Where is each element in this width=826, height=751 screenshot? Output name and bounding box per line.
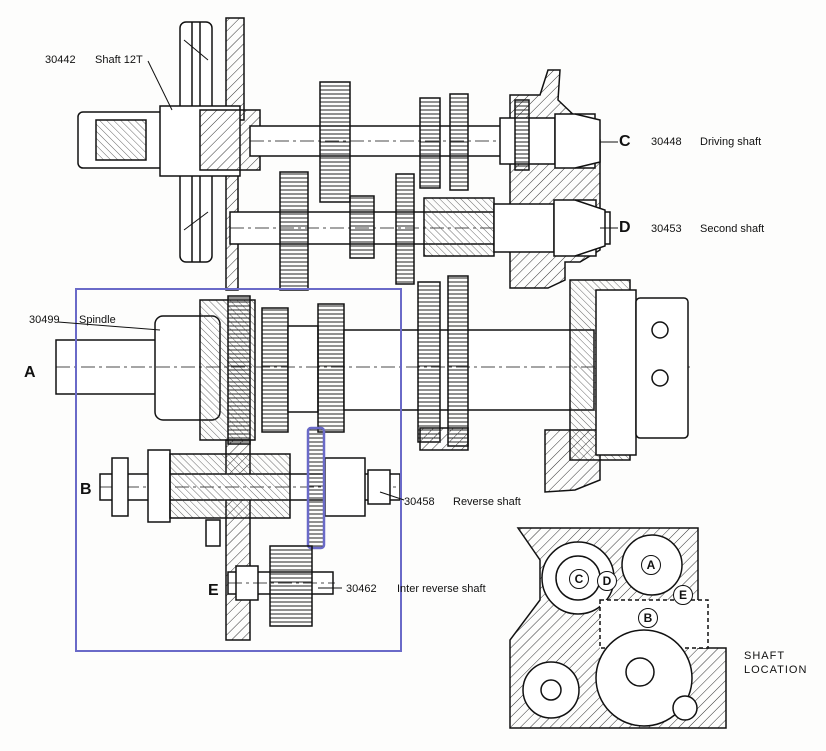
shaft-letter-a: A [24, 364, 36, 381]
highlighted-reverse-gear [306, 426, 326, 550]
leader-lines [57, 60, 618, 589]
inset-marker-c: C [569, 569, 589, 589]
inset-marker-b: B [638, 608, 658, 628]
inset-marker-a: A [641, 555, 661, 575]
reverse-shaft-label: Reverse shaft [453, 496, 521, 508]
shaft-letter-d: D [619, 219, 631, 236]
second-shaft [229, 171, 611, 291]
spindle-label: Spindle [79, 314, 116, 326]
inset-marker-d: D [597, 571, 617, 591]
shaft-letter-e: E [208, 582, 219, 599]
shaft-letter-b: B [80, 481, 92, 498]
part-number-30458: 30458 [404, 496, 435, 508]
shaft-letter-c: C [619, 133, 631, 150]
part-number-30499: 30499 [29, 314, 60, 326]
inter-reverse-shaft-label: Inter reverse shaft [397, 583, 486, 595]
part-number-30462: 30462 [346, 583, 377, 595]
shaft-location-inset [509, 527, 727, 729]
driving-shaft-label: Driving shaft [700, 136, 762, 148]
part-number-30448: 30448 [651, 136, 682, 148]
part-number-30442: 30442 [45, 54, 76, 66]
part-number-30453: 30453 [651, 223, 682, 235]
inset-marker-e: E [673, 585, 693, 605]
reverse-shaft [99, 449, 401, 547]
spindle [55, 275, 690, 461]
driving-shaft [77, 81, 601, 203]
inter-reverse-shaft [227, 545, 335, 627]
shaft-location-title-line1: SHAFT [744, 650, 786, 662]
second-shaft-label: Second shaft [700, 223, 765, 235]
shaft-12t-label: Shaft 12T [95, 54, 143, 66]
highlight-frame [75, 288, 402, 652]
shaft-location-title-line2: LOCATION [744, 664, 808, 676]
